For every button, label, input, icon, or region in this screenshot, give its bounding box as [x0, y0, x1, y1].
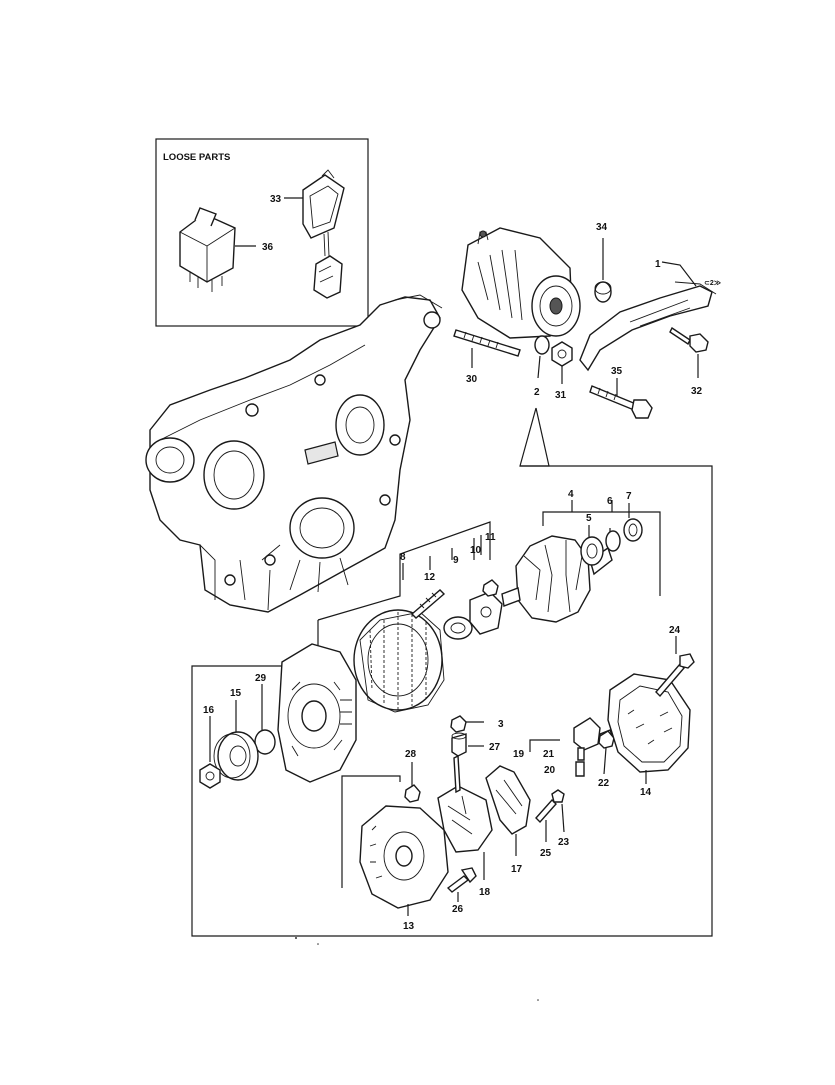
brush-holder: [485, 765, 531, 835]
callout-14: 14: [640, 787, 652, 798]
callout-8: 8: [400, 552, 406, 563]
bolt-rear: [446, 867, 477, 893]
screw-small: [482, 579, 499, 597]
retainer-plate: [469, 591, 503, 635]
alternator-assembly: [461, 227, 581, 339]
collar: [594, 281, 612, 303]
callout-10: 10: [470, 545, 482, 556]
rear-housing: [359, 805, 449, 909]
stud-bolt: [453, 329, 521, 357]
stator: [353, 609, 445, 713]
leader-lines-upper: [317, 500, 661, 621]
callout-30: 30: [466, 374, 478, 385]
callout-29: 29: [255, 673, 267, 684]
brush-spring: [577, 747, 585, 761]
callout-25: 25: [540, 848, 552, 859]
callout-numbers: 1 2 3 4 5 6 7 8 9 10 11 12 13 14 15 16 1…: [203, 194, 703, 932]
callout-2: 2: [534, 387, 540, 398]
rotor: [501, 535, 613, 623]
callout-36: 36: [262, 242, 274, 253]
through-bolt: [410, 589, 446, 619]
callout-15: 15: [230, 688, 242, 699]
callout-18: 18: [479, 887, 491, 898]
bolt-short: [669, 326, 709, 353]
brush: [575, 761, 585, 777]
callout-32: 32: [691, 386, 703, 397]
nut: [551, 341, 573, 367]
bearing-front: [443, 616, 473, 640]
loose-parts-title: LOOSE PARTS: [163, 152, 230, 163]
callout-6: 6: [607, 496, 613, 507]
callout-13: 13: [403, 921, 415, 932]
callout-16: 16: [203, 705, 215, 716]
callout-33: 33: [270, 194, 282, 205]
callout-3: 3: [498, 719, 504, 730]
pulley: [213, 731, 259, 781]
cover-bolt: [655, 653, 695, 698]
callout-5: 5: [586, 513, 592, 524]
callout-31: 31: [555, 390, 567, 401]
callout-9: 9: [453, 555, 459, 566]
callout-23: 23: [558, 837, 570, 848]
callout-7: 7: [626, 491, 632, 502]
sensor-part: [302, 169, 345, 299]
callout-17: 17: [511, 864, 523, 875]
callout-1: 1: [655, 259, 661, 270]
bearing-rear: [580, 536, 604, 566]
spacer: [605, 530, 621, 552]
relay-part: [179, 207, 236, 292]
loose-parts-box: LOOSE PARTS: [155, 138, 369, 327]
callout-34: 34: [596, 222, 608, 233]
pulley-nut: [199, 763, 221, 789]
callout-11: 11: [485, 532, 496, 543]
callout-26: 26: [452, 904, 464, 915]
front-housing: [277, 643, 357, 783]
screw-long: [535, 798, 557, 824]
callout-4: 4: [568, 489, 574, 500]
cap-nut: [404, 784, 421, 803]
washer-small: [551, 789, 565, 803]
terminal-bushing: [451, 732, 467, 757]
callout-20: 20: [544, 765, 556, 776]
callout-12: 12: [424, 572, 436, 583]
callout-28: 28: [405, 749, 417, 760]
callout-35: 35: [611, 366, 623, 377]
rectifier: [437, 754, 493, 853]
callout-27: 27: [489, 742, 501, 753]
ring: [623, 518, 643, 542]
callout-19: 19: [513, 749, 525, 760]
rear-cover: [607, 673, 691, 773]
callout-22: 22: [598, 778, 610, 789]
svg-text:⊂2≫: ⊂2≫: [704, 280, 721, 287]
terminal-screw: [598, 730, 615, 749]
callout-24: 24: [669, 625, 681, 636]
bolt-long: [589, 385, 653, 419]
callout-21: 21: [543, 749, 555, 760]
gear-case: [145, 294, 443, 613]
terminal-nut: [450, 715, 467, 733]
washer: [534, 335, 550, 355]
adjust-bracket: [579, 281, 717, 372]
